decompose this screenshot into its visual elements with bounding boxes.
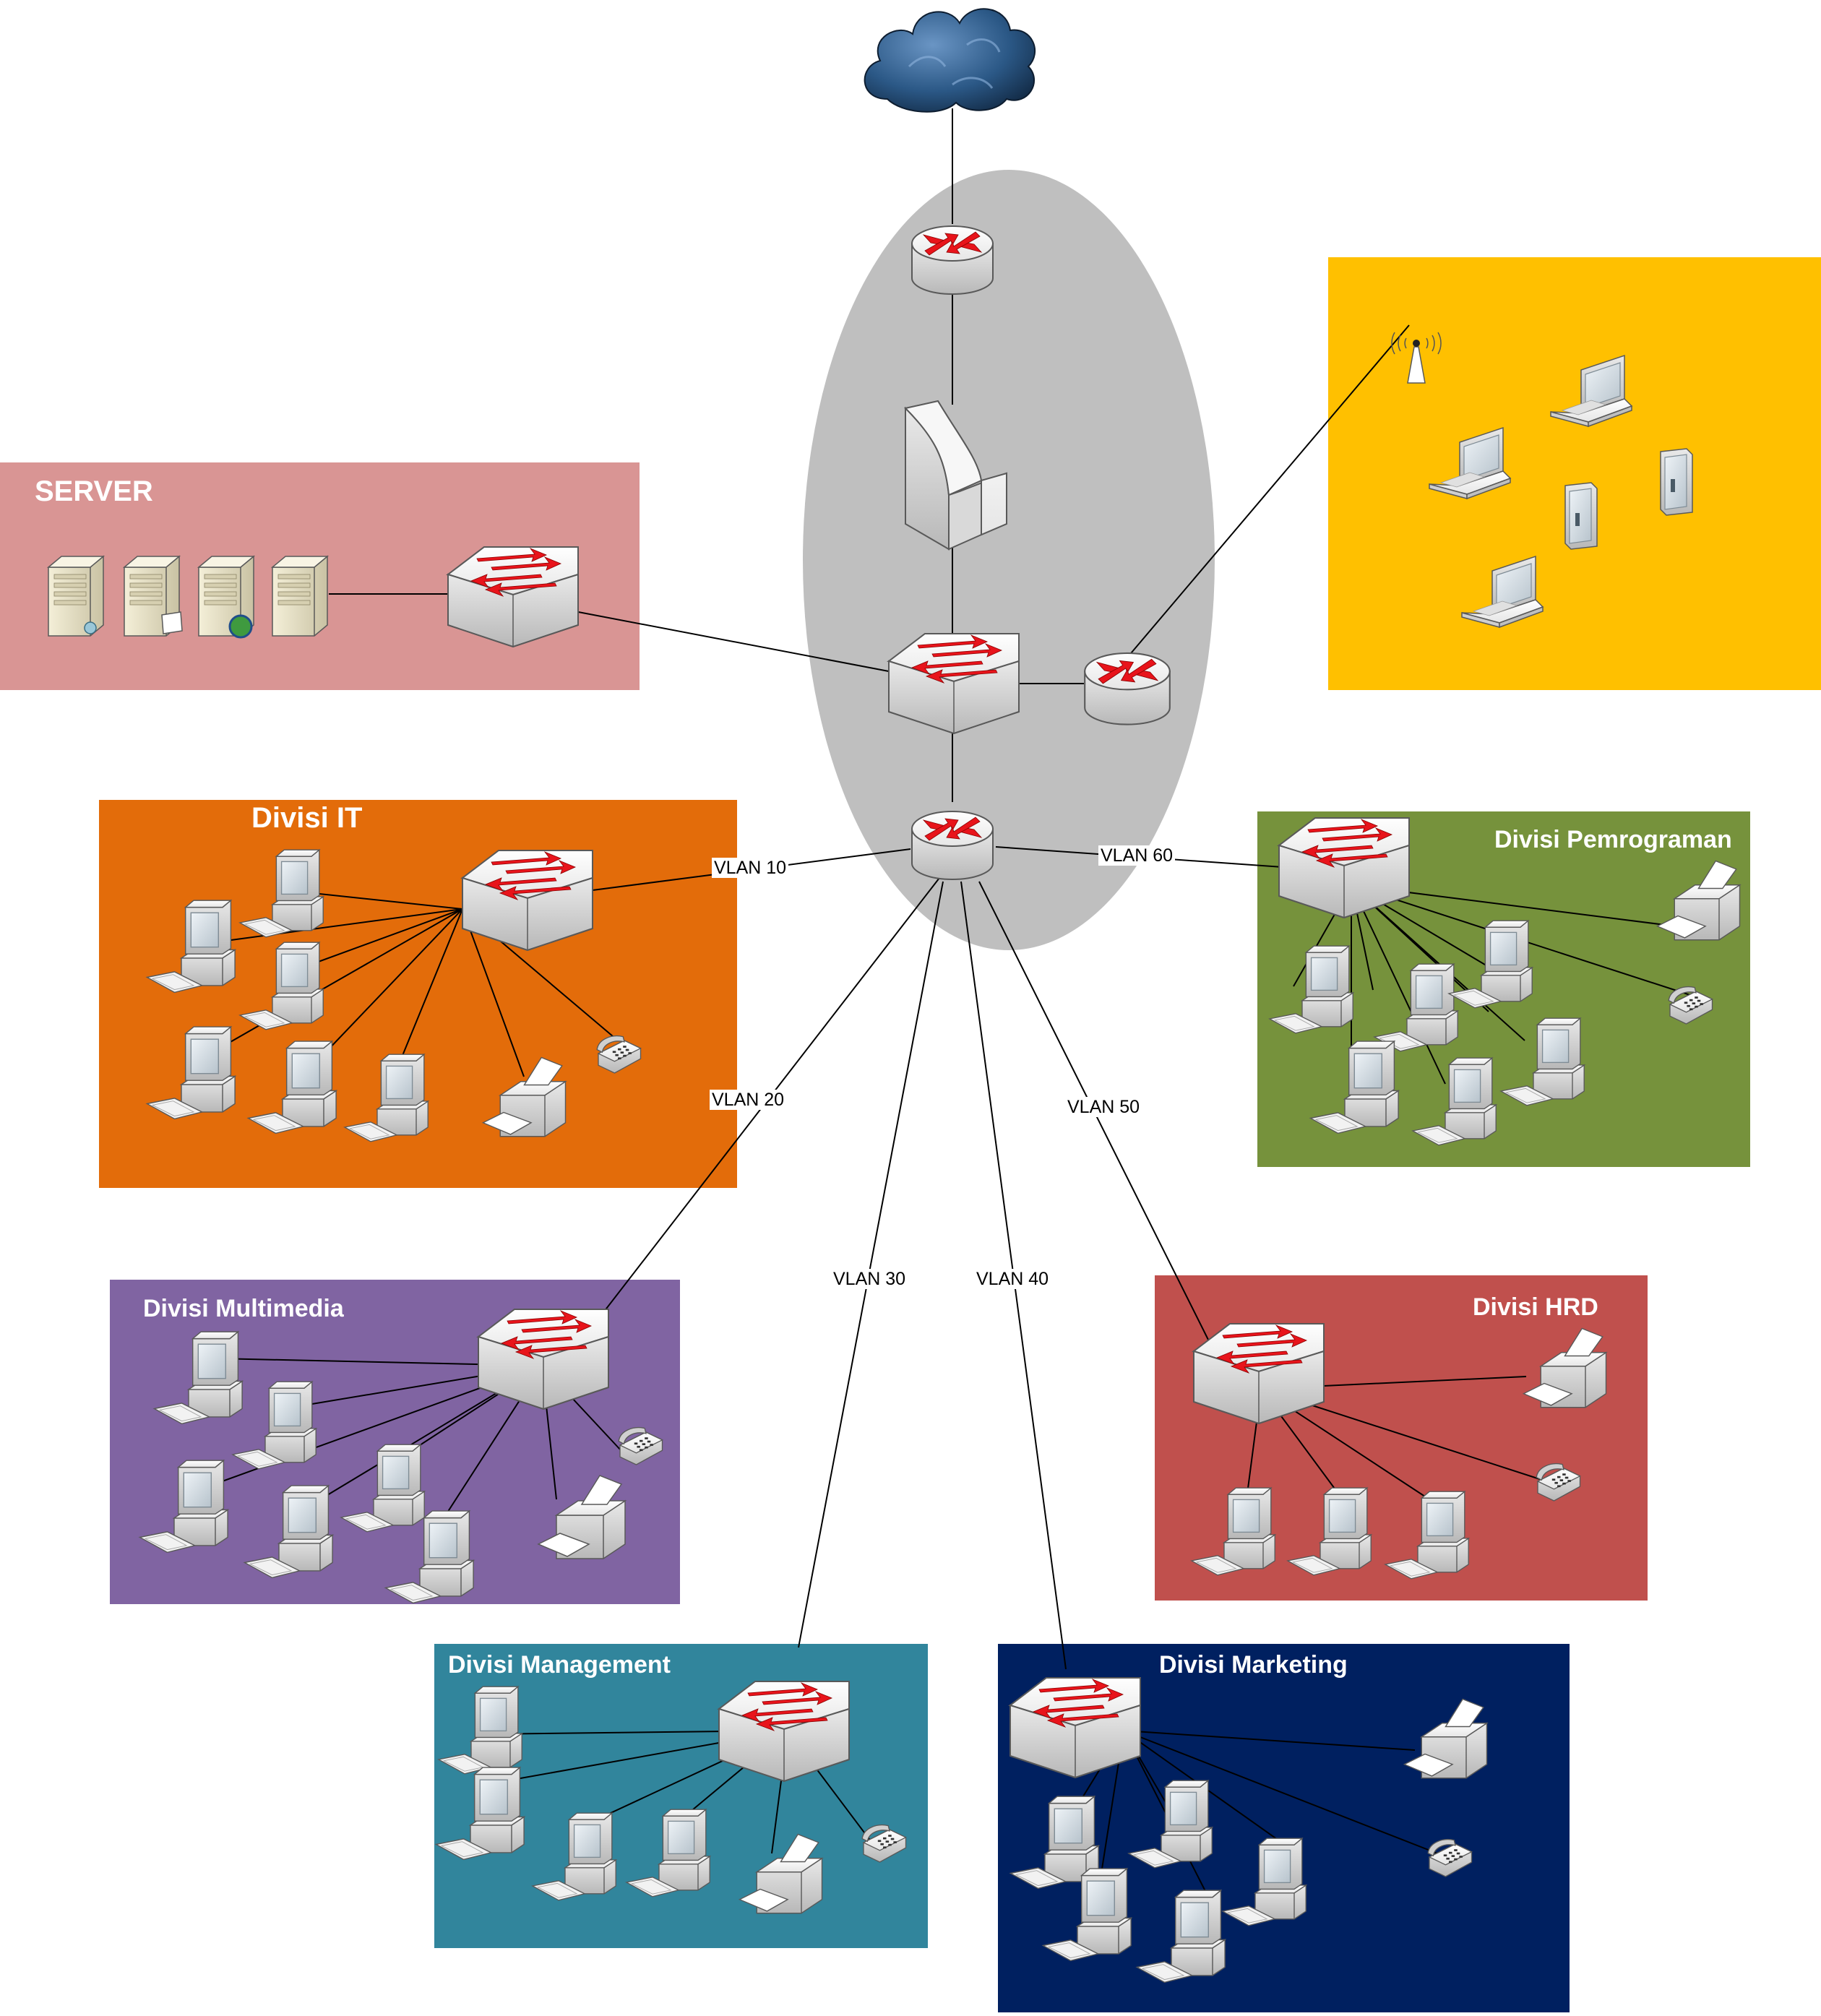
firewall-icon — [904, 400, 1007, 551]
computer-icon — [1447, 919, 1534, 1009]
ip-phone-icon — [1427, 1839, 1473, 1877]
link-line — [393, 908, 463, 1077]
computer-icon — [238, 941, 325, 1030]
vlan-label-20: VLAN 20 — [710, 1090, 787, 1110]
link-line — [1123, 1730, 1447, 1858]
computer-icon — [1190, 1486, 1277, 1576]
link-line — [462, 908, 525, 1077]
link-line — [798, 881, 944, 1648]
laptop-icon — [1429, 426, 1512, 500]
zone-title-pemrograman: Divisi Pemrograman — [1494, 826, 1732, 853]
link-line — [1123, 1730, 1416, 1751]
computer-icon — [1041, 1867, 1133, 1962]
printer-icon — [481, 1056, 567, 1137]
computer-icon — [1384, 1490, 1471, 1580]
computer-icon — [243, 1484, 335, 1579]
vlan-label-40: VLAN 40 — [974, 1269, 1051, 1289]
ip-phone-icon — [1668, 986, 1714, 1025]
switch-icon — [1277, 817, 1410, 919]
computer-icon — [1309, 1040, 1400, 1134]
computer-icon — [145, 1025, 237, 1120]
switch-icon — [446, 546, 579, 648]
ip-phone-icon — [861, 1825, 908, 1863]
switch-icon — [1008, 1677, 1141, 1779]
zone-wireless — [1328, 257, 1821, 690]
printer-icon — [1403, 1698, 1489, 1779]
computer-icon — [152, 1330, 244, 1425]
ip-phone-icon — [618, 1427, 664, 1465]
vlan-label-60: VLAN 60 — [1098, 845, 1176, 866]
zone-title-marketing: Divisi Marketing — [1159, 1651, 1348, 1679]
switch-icon — [717, 1681, 850, 1783]
zone-title-management: Divisi Management — [448, 1651, 671, 1679]
router-icon — [1084, 652, 1171, 725]
switch-icon — [460, 850, 593, 952]
switch-icon — [887, 633, 1020, 735]
computer-icon — [138, 1459, 230, 1554]
server-icon — [46, 555, 106, 637]
server-icon — [122, 555, 183, 637]
computer-icon — [1268, 944, 1355, 1034]
laptop-icon — [1461, 555, 1544, 629]
wireless-access-point-icon — [1391, 332, 1442, 384]
switch-icon — [1192, 1323, 1325, 1425]
ip-phone-icon — [596, 1035, 642, 1074]
ip-phone-icon — [1536, 1463, 1582, 1502]
link-line — [209, 908, 463, 944]
computer-icon — [1373, 962, 1460, 1052]
computer-icon — [1127, 1779, 1214, 1869]
router-icon — [911, 811, 994, 880]
link-line — [1127, 324, 1410, 658]
link-line — [310, 908, 463, 1069]
computer-icon — [1411, 1056, 1498, 1146]
printer-icon — [1522, 1327, 1608, 1408]
printer-icon — [738, 1833, 824, 1914]
computer-icon — [145, 899, 237, 994]
link-line — [574, 877, 940, 1351]
computer-icon — [246, 1040, 338, 1134]
computer-icon — [625, 1808, 712, 1897]
computer-icon — [1221, 1837, 1308, 1926]
zone-title-it: Divisi IT — [251, 802, 363, 834]
core-network-area — [803, 170, 1215, 950]
zone-title-multimedia: Divisi Multimedia — [143, 1295, 344, 1322]
link-line — [570, 610, 893, 673]
cloud-icon — [864, 8, 1036, 113]
router-icon — [911, 225, 994, 295]
server-icon — [197, 555, 256, 639]
tablet-icon — [1660, 448, 1693, 516]
link-line — [194, 908, 463, 1063]
zone-title-hrd: Divisi HRD — [1473, 1293, 1598, 1321]
link-line — [1351, 884, 1446, 1085]
computer-icon — [434, 1766, 526, 1861]
computer-icon — [340, 1443, 426, 1533]
vlan-label-30: VLAN 30 — [831, 1269, 908, 1289]
link-line — [292, 908, 463, 972]
computer-icon — [1286, 1486, 1373, 1576]
computer-icon — [437, 1685, 524, 1775]
laptop-icon — [1550, 354, 1633, 428]
computer-icon — [231, 1380, 318, 1470]
switch-icon — [476, 1309, 609, 1410]
zone-title-server: SERVER — [35, 475, 153, 507]
link-line — [1123, 1730, 1298, 1854]
tablet-icon — [1564, 482, 1598, 550]
server-icon — [270, 555, 330, 637]
vlan-label-50: VLAN 50 — [1065, 1097, 1142, 1117]
printer-icon — [537, 1475, 627, 1559]
computer-icon — [1499, 1017, 1586, 1106]
computer-icon — [384, 1509, 475, 1604]
computer-icon — [1135, 1889, 1227, 1983]
computer-icon — [343, 1053, 430, 1142]
vlan-label-10: VLAN 10 — [712, 858, 789, 878]
computer-icon — [238, 848, 325, 938]
printer-icon — [1656, 860, 1742, 941]
computer-icon — [531, 1812, 618, 1901]
